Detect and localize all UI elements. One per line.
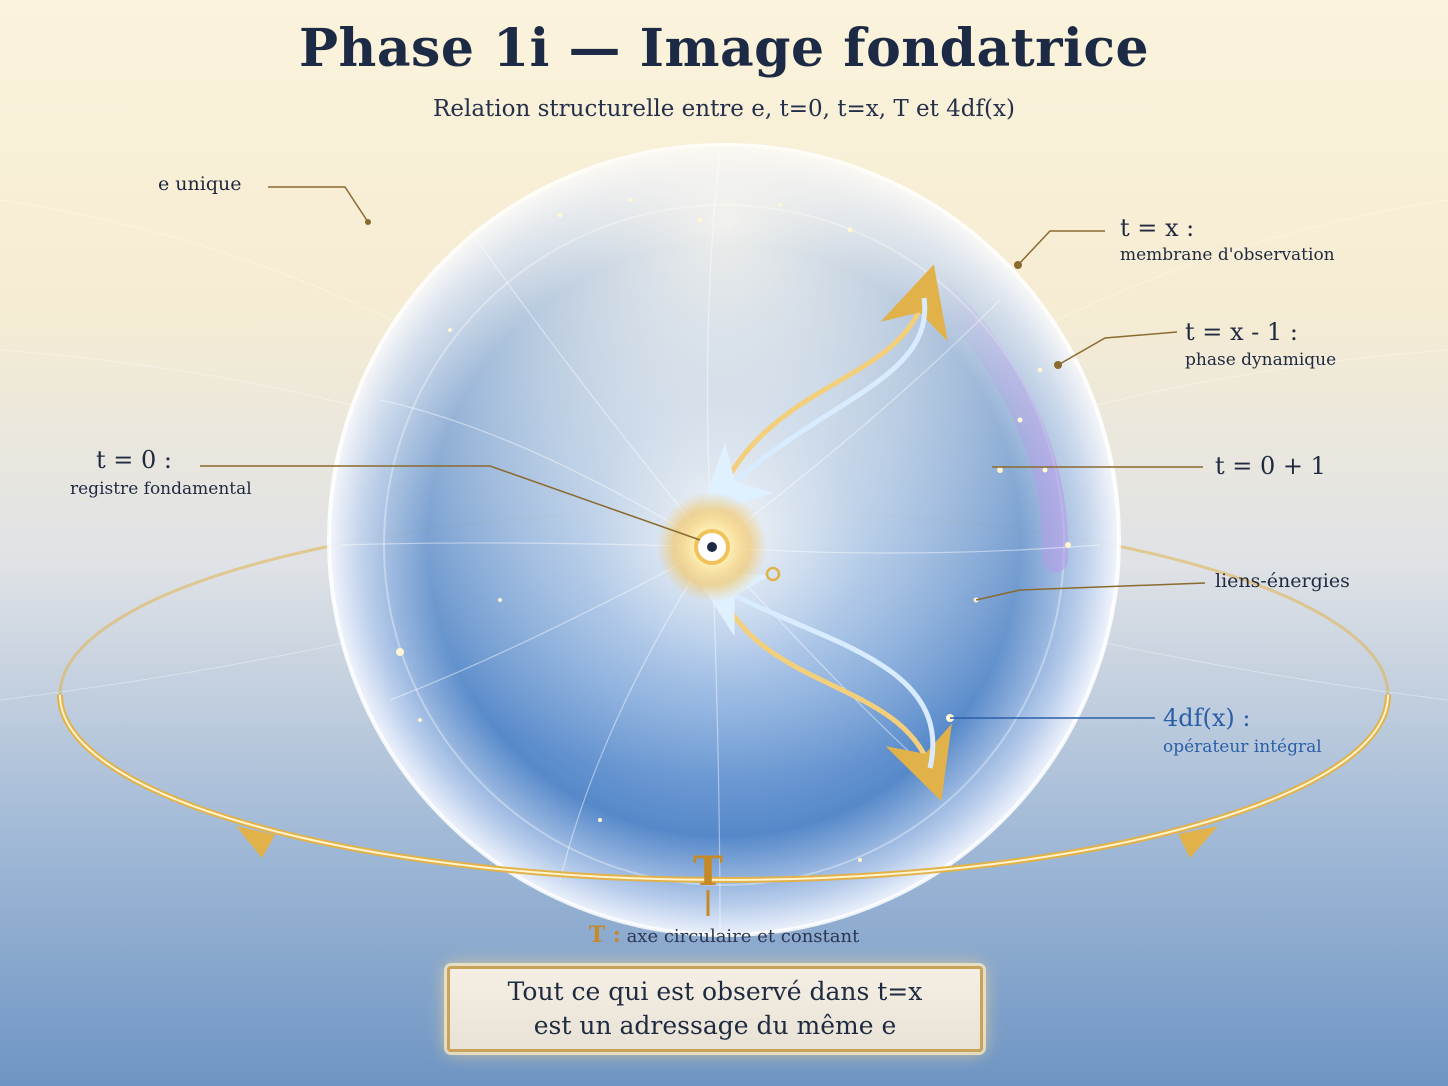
energy-node: [765, 566, 781, 582]
orbit-ring-front-highlight: [59, 694, 1389, 881]
label-4df: 4df(x) :: [1163, 704, 1251, 732]
orbit-t-caption-text: axe circulaire et constant: [620, 926, 860, 947]
label-t-x: t = x :: [1120, 214, 1195, 242]
label-t0-plus-1: t = 0 + 1: [1215, 452, 1326, 480]
energy-arc-lower-return: [691, 570, 936, 769]
quote-line-1: Tout ce qui est observé dans t=x: [507, 977, 923, 1006]
orbit-t-caption: T : axe circulaire et constant: [0, 922, 1448, 948]
label-t0: t = 0 :: [96, 446, 172, 474]
page-subtitle: Relation structurelle entre e, t=0, t=x,…: [433, 96, 1015, 122]
leader-t-x: [1017, 230, 1105, 266]
label-liens-energies: liens-énergies: [1215, 570, 1350, 592]
orbit-t-symbol: T: [693, 848, 723, 895]
core-center: [707, 542, 717, 552]
observation-membrane: [927, 277, 1069, 573]
anchor-t-x1: [1054, 361, 1062, 369]
label-t-x-sub: membrane d'observation: [1120, 245, 1335, 265]
quote-line-2: est un adressage du même e: [533, 1011, 897, 1040]
page-title: Phase 1i — Image fondatrice: [298, 18, 1150, 79]
leader-lines: [200, 186, 1206, 719]
label-e-unique: e unique: [158, 173, 242, 195]
leader-t-x1: [1057, 331, 1178, 366]
label-t-x-1: t = x - 1 :: [1185, 318, 1298, 346]
label-t0-sub: registre fondamental: [70, 479, 252, 499]
leader-liens: [975, 582, 1206, 601]
energy-arc-upper-return: [698, 297, 928, 517]
label-4df-sub: opérateur intégral: [1163, 737, 1322, 757]
orbit-t-caption-symbol: T :: [588, 922, 621, 948]
label-t-x-1-sub: phase dynamique: [1185, 350, 1337, 370]
orbit-arrow-left: [236, 826, 275, 858]
anchor-e-unique: [365, 219, 371, 225]
anchor-t-x: [1014, 261, 1022, 269]
quote-box: Tout ce qui est observé dans t=x est un …: [447, 966, 983, 1052]
orbit-arrow-right: [1178, 826, 1218, 858]
leader-t0: [200, 465, 701, 541]
leader-e-unique: [268, 186, 369, 223]
